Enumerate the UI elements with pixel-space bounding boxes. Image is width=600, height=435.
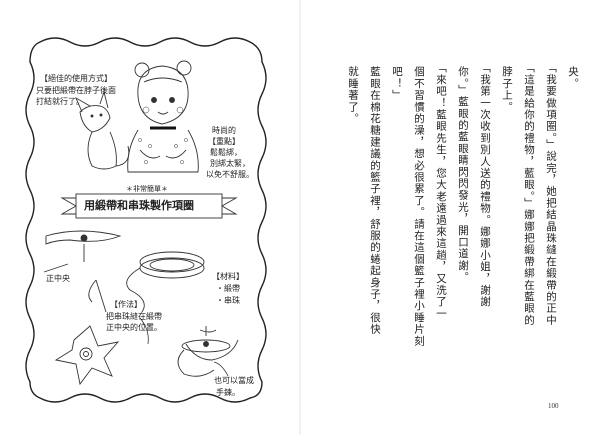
- craft-illustration: [25, 37, 267, 403]
- story-column-9: 吧！」: [391, 66, 403, 102]
- banner-title: 用緞帶和串珠製作項圈: [84, 199, 194, 212]
- bracelet-drawing: [177, 326, 239, 377]
- key-label: 【重點】: [208, 137, 240, 146]
- key-line-3: 以免不舒服。: [206, 170, 254, 179]
- story-column-8: 個不習慣的澡，想必很累了。請在這個籃子裡小睡片刻: [413, 66, 425, 347]
- story-column-5: 「我第一次收到別人送的禮物。娜娜小姐，謝謝: [479, 62, 491, 308]
- story-column-6: 你。」藍眼的藍眼睛閃閃發光，開口道謝。: [457, 66, 469, 284]
- wavy-frame: [25, 37, 267, 403]
- story-column-7: 「來吧！藍眼先生，您大老遠過來這趟，又洗了一: [435, 62, 447, 320]
- fox-drawing: [75, 90, 130, 170]
- best-use-line-2: 打結就行了。: [36, 97, 84, 106]
- best-use-line-1: 只要把緞帶在脖子後面: [36, 86, 116, 95]
- story-column-4: 脖子上。: [501, 66, 513, 113]
- key-line-1: 鬆鬆綁，: [210, 148, 242, 157]
- center-label: 正中央: [46, 274, 70, 283]
- materials-line-2: ・串珠: [216, 296, 240, 305]
- flower-bead-drawing: [54, 325, 120, 386]
- needle-drawing: [88, 279, 107, 313]
- right-page-story-text: 央。 「我要做項圈。」說完，她把結晶珠縫在緞帶的正中 「這是給你的禮物，藍眼。」…: [300, 0, 600, 435]
- method-line-1: 把串珠縫在緞帶: [106, 312, 162, 321]
- page-gutter: [299, 0, 301, 435]
- story-column-11: 就睡著了。: [347, 66, 359, 125]
- key-title: 時尚的: [212, 126, 236, 135]
- banner-small-text: ＊非常簡單＊: [126, 185, 168, 193]
- left-page-illustration: 【絕佳的使用方式】 只要把緞帶在脖子後面 打結就行了。 時尚的 【重點】 鬆鬆綁…: [25, 37, 267, 403]
- best-use-title: 【絕佳的使用方式】: [40, 74, 112, 83]
- ribbon-with-bead-drawing: [45, 230, 122, 262]
- materials-title: 【材料】: [212, 272, 244, 281]
- method-line-2: 正中央的位置。: [106, 323, 162, 332]
- annotation-arrows: [43, 263, 229, 377]
- page-number: 100: [548, 402, 559, 410]
- story-column-1: 央。: [567, 66, 579, 90]
- key-line-2: 別綁太緊，: [210, 159, 250, 168]
- ribbon-roll-drawing: [126, 251, 205, 313]
- story-column-3: 「這是給你的禮物，藍眼。」娜娜把緞帶綁在藍眼的: [523, 62, 535, 326]
- girl-drawing: [127, 60, 199, 173]
- title-banner: [60, 193, 238, 219]
- method-title: 【作法】: [110, 300, 142, 309]
- bracelet-line-2: 手鍊。: [216, 388, 240, 397]
- story-column-2: 「我要做項圈。」說完，她把結晶珠縫在緞帶的正中: [545, 62, 557, 326]
- bracelet-line-1: 也可以當成: [214, 376, 254, 385]
- story-column-10: 藍眼在棉花糖建議的籃子裡，舒服的蜷起身子，很快: [369, 66, 381, 336]
- materials-line-1: ・緞帶: [216, 284, 240, 293]
